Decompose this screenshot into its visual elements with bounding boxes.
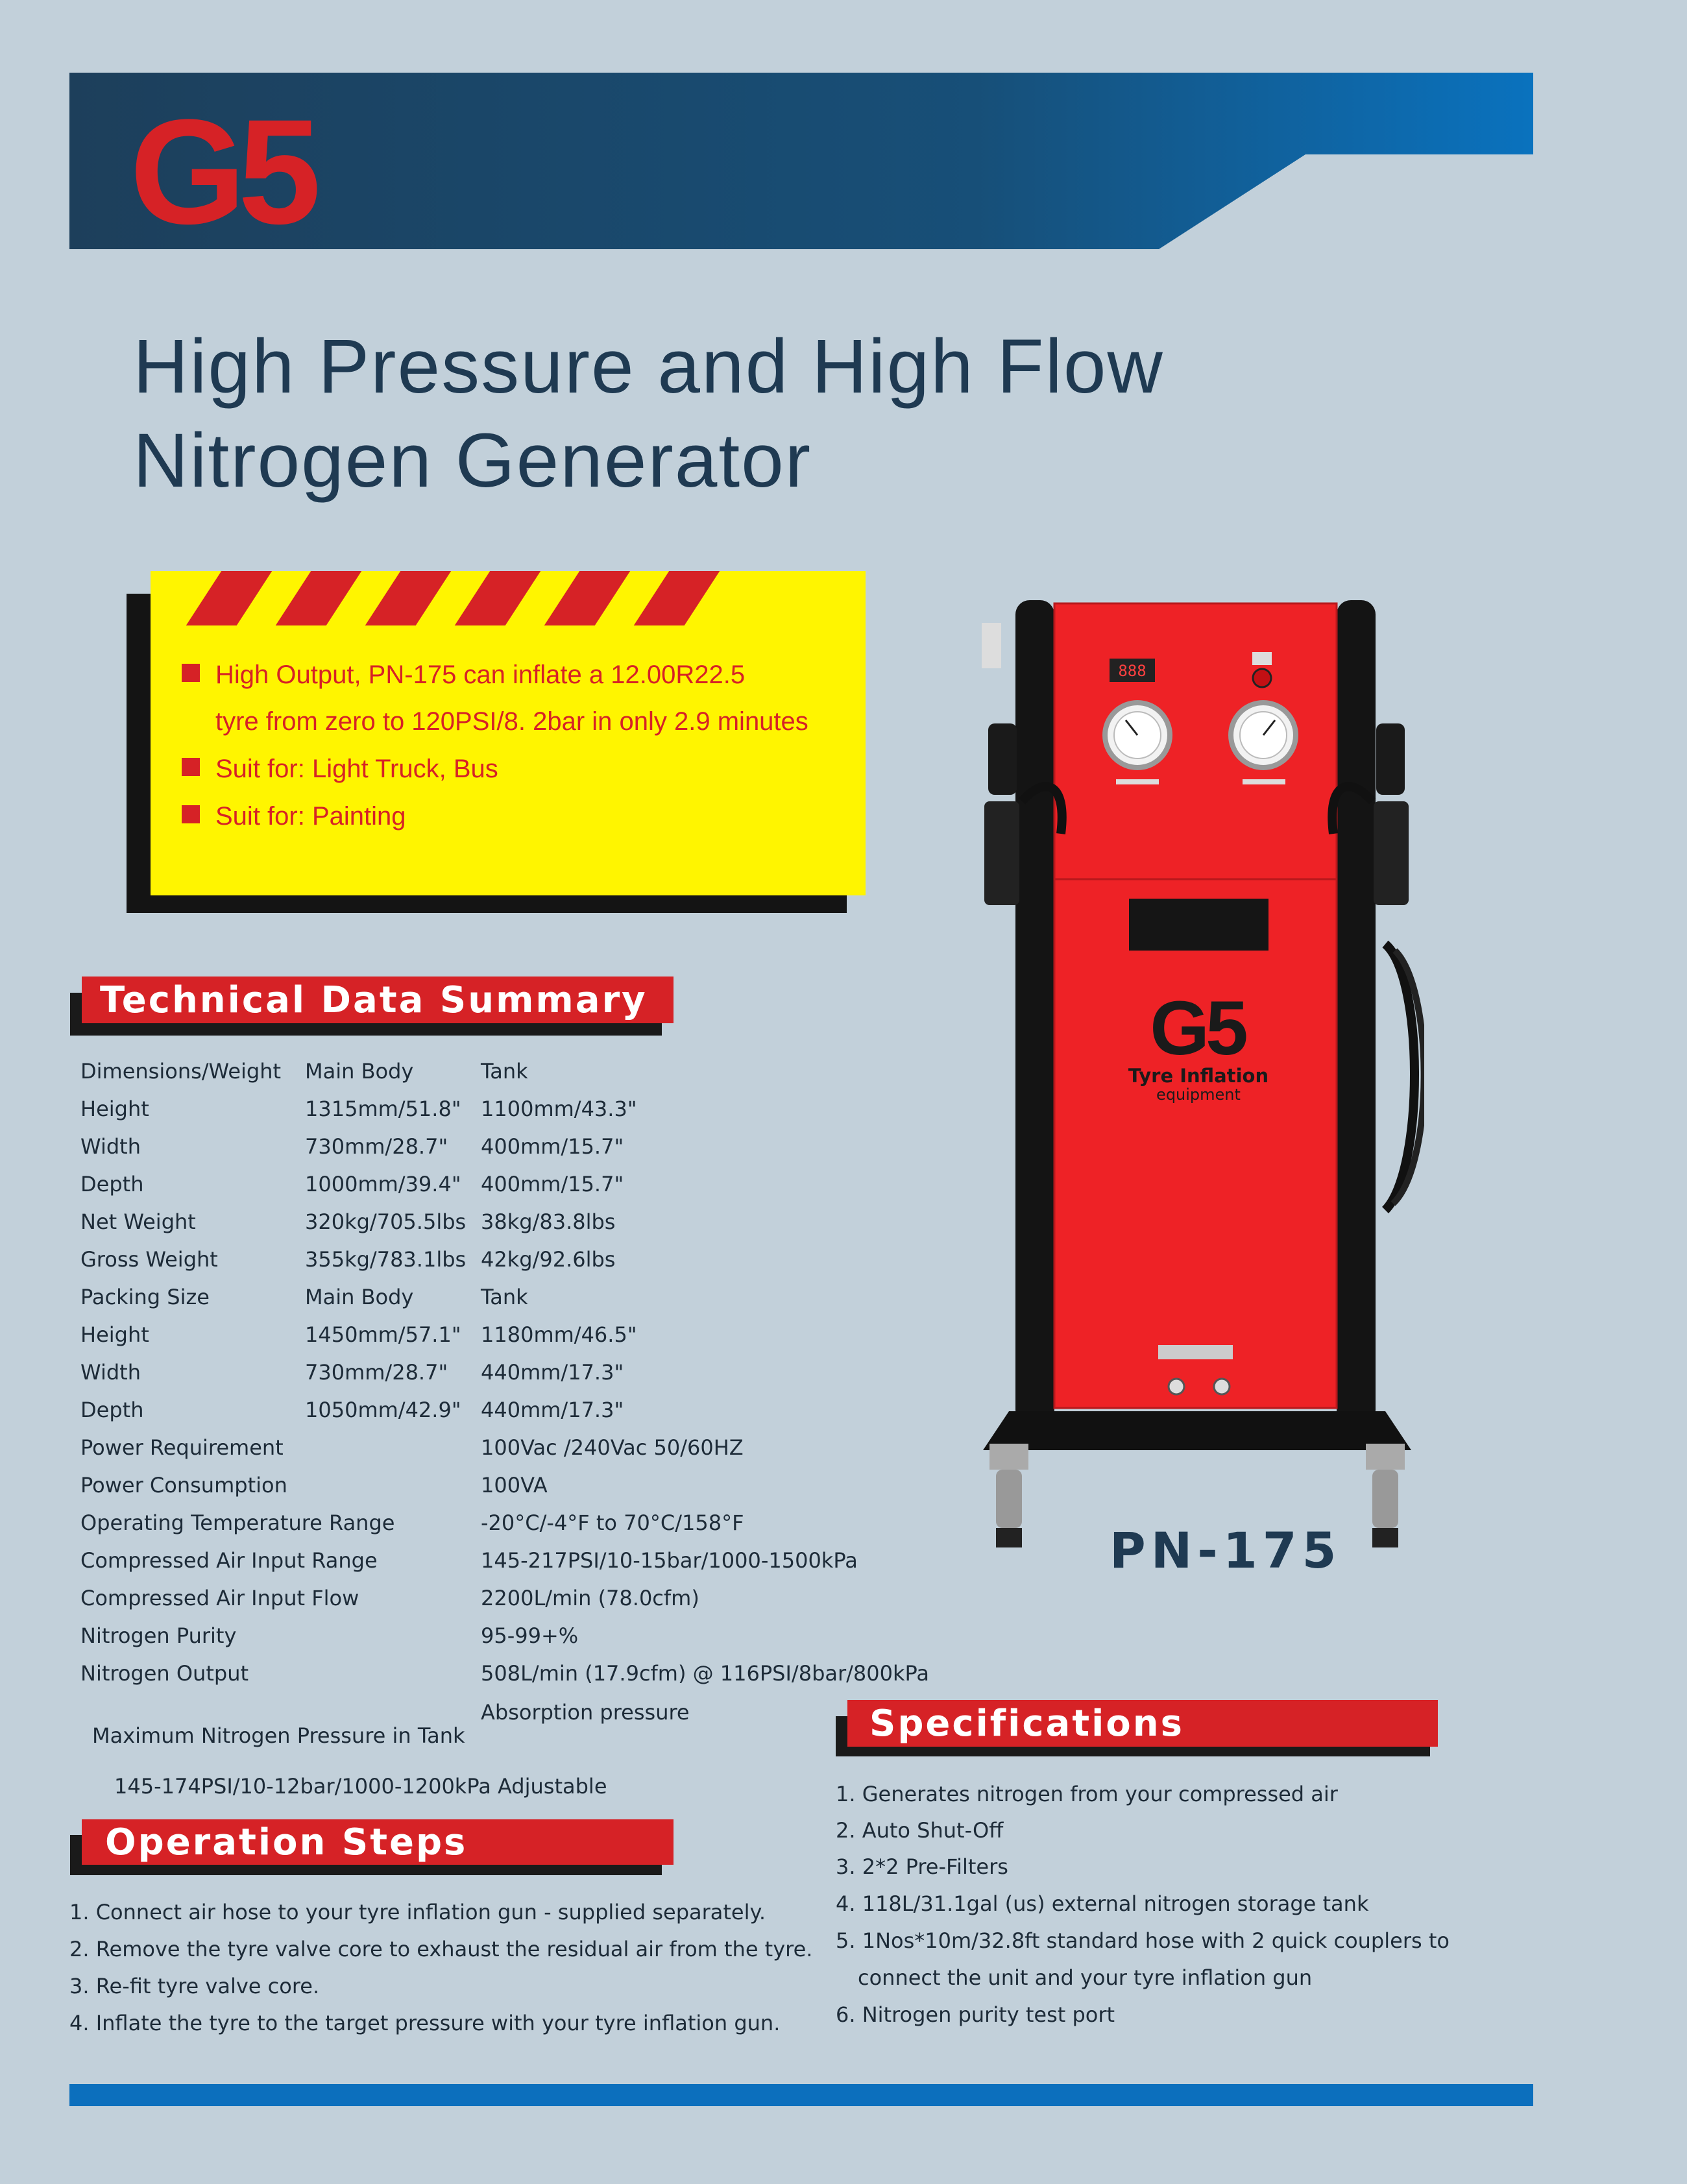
- brand-logo: G5: [130, 88, 321, 255]
- square-bullet-icon: [182, 664, 200, 682]
- page-title-line-1: High Pressure and High Flow: [133, 324, 1164, 409]
- absorption-pressure-note: Absorption pressure: [481, 1700, 690, 1725]
- pressure-gauge-icon: [1102, 700, 1172, 770]
- square-bullet-icon: [182, 805, 200, 823]
- air-filter-icon: [1328, 723, 1409, 905]
- specification-item: 3. 2*2 Pre-Filters: [836, 1854, 1008, 1879]
- max-pressure-label: Maximum Nitrogen Pressure in Tank: [92, 1723, 465, 1748]
- technical-heading: Technical Data Summary: [82, 977, 674, 1023]
- warning-stripe: [633, 571, 720, 625]
- nitrogen-generator-illustration: 888 G5 Tyre Inflation equipment: [982, 600, 1424, 1547]
- cabinet-tagline-2: equipment: [1156, 1086, 1241, 1104]
- specification-item: 4. 118L/31.1gal (us) external nitrogen s…: [836, 1891, 1369, 1916]
- specifications-heading: Specifications: [847, 1700, 1438, 1747]
- specification-item: 1. Generates nitrogen from your compress…: [836, 1782, 1338, 1806]
- warning-stripe: [365, 571, 452, 625]
- warning-stripe: [454, 571, 541, 625]
- specification-item: 6. Nitrogen purity test port: [836, 2002, 1115, 2027]
- operation-step: 4. Inflate the tyre to the target pressu…: [69, 2011, 781, 2035]
- header-band: [69, 73, 1533, 249]
- specification-item-continued: connect the unit and your tyre inflation…: [858, 1965, 1313, 1990]
- caster-wheel-icon: [1366, 1444, 1405, 1547]
- max-pressure-value: 145-174PSI/10-12bar/1000-1200kPa Adjusta…: [114, 1774, 607, 1799]
- highlight-box: High Output, PN-175 can inflate a 12.00R…: [151, 571, 866, 895]
- air-filter-icon: [984, 723, 1067, 905]
- footer-bar: [69, 2084, 1533, 2106]
- operation-step: 3. Re-fit tyre valve core.: [69, 1974, 320, 1998]
- page-title-line-2: Nitrogen Generator: [133, 418, 812, 504]
- operation-step: 2. Remove the tyre valve core to exhaust…: [69, 1937, 813, 1961]
- model-label: PN-175: [1110, 1522, 1342, 1579]
- specification-item: 2. Auto Shut-Off: [836, 1818, 1004, 1843]
- display-readout: 888: [1118, 662, 1146, 680]
- operation-step: 1. Connect air hose to your tyre inflati…: [69, 1900, 766, 1924]
- operation-heading: Operation Steps: [82, 1819, 674, 1865]
- caster-wheel-icon: [989, 1444, 1028, 1547]
- square-bullet-icon: [182, 758, 200, 776]
- cabinet-tagline-1: Tyre Inflation: [1128, 1065, 1268, 1087]
- highlight-item: Suit for: Light Truck, Bus: [182, 755, 498, 784]
- warning-stripe: [544, 571, 631, 625]
- highlight-item-continued: tyre from zero to 120PSI/8. 2bar in only…: [215, 707, 808, 736]
- warning-stripe: [186, 571, 273, 625]
- cabinet-logo: G5: [1150, 986, 1246, 1071]
- highlight-item: High Output, PN-175 can inflate a 12.00R…: [182, 661, 745, 690]
- pressure-gauge-icon: [1228, 700, 1298, 770]
- warning-stripe: [275, 571, 362, 625]
- highlight-item: Suit for: Painting: [182, 802, 406, 831]
- specification-item: 5. 1Nos*10m/32.8ft standard hose with 2 …: [836, 1928, 1450, 1953]
